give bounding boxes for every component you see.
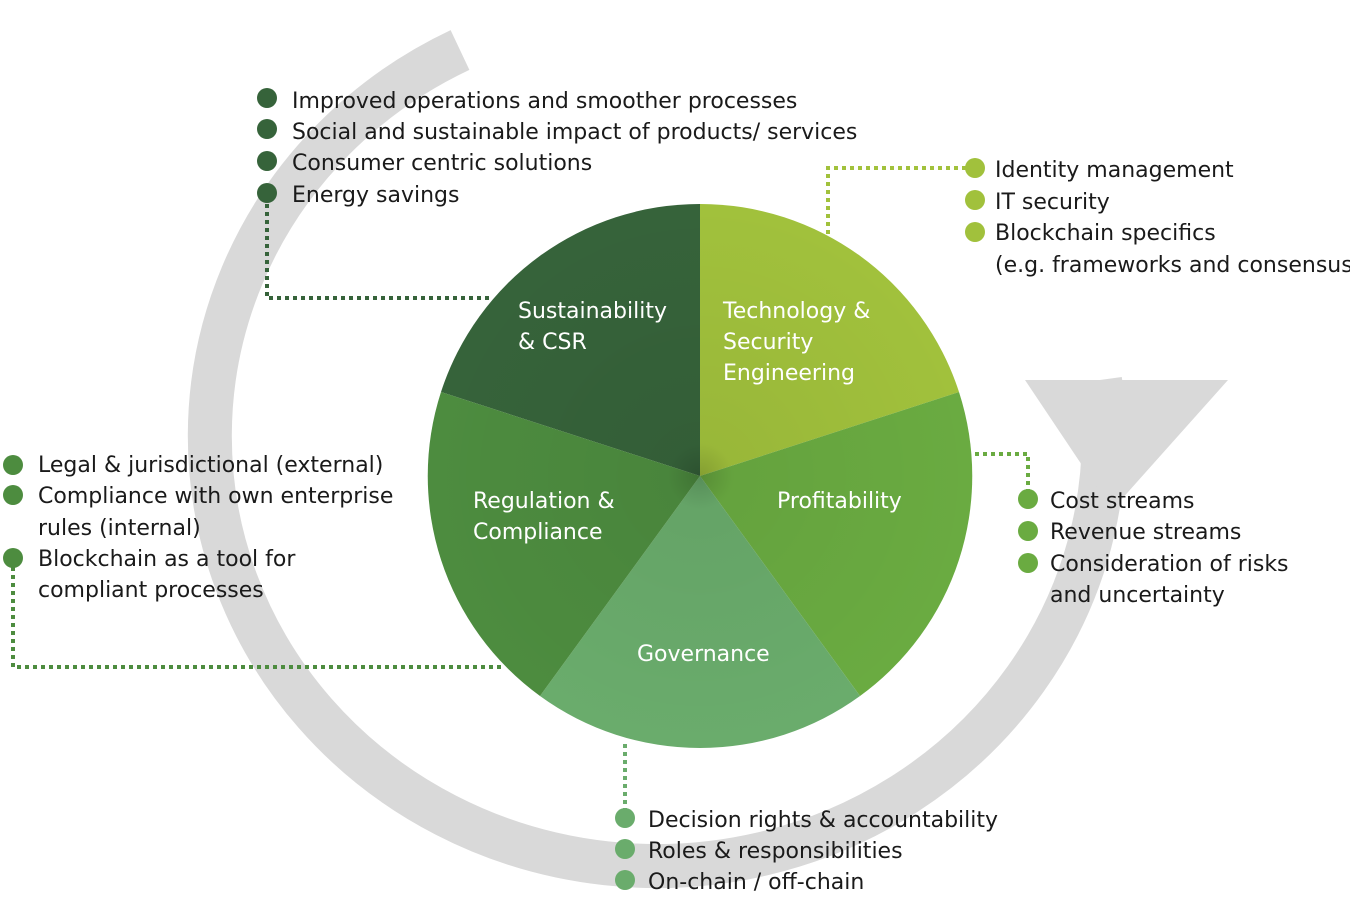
segment-labels: Sustainability & CSR Technology & Securi…: [473, 299, 902, 667]
bullet-item: Social and sustainable impact of product…: [292, 120, 857, 145]
bullet-item: Identity management: [995, 158, 1234, 183]
label-technology-line: Engineering: [723, 361, 855, 386]
connector-regulation: [11, 559, 505, 669]
bullet-item: IT security: [995, 190, 1110, 215]
bullet-item-continuation: and uncertainty: [1050, 583, 1225, 608]
bullet-dot: [1018, 553, 1038, 573]
bullet-dot: [965, 222, 985, 242]
label-sustainability: Sustainability & CSR: [518, 299, 674, 355]
connectors: [11, 166, 1030, 818]
bullet-group-profitability: Cost streams Revenue streams Considerati…: [1018, 489, 1289, 608]
bullet-item: Roles & responsibilities: [648, 839, 903, 864]
bullet-group-governance: Decision rights & accountability Roles &…: [615, 808, 998, 895]
bullet-item: Blockchain as a tool for: [38, 547, 296, 572]
bullet-item: Consideration of risks: [1050, 552, 1289, 577]
bullet-group-regulation: Legal & jurisdictional (external) Compli…: [3, 453, 393, 603]
bullet-group-technology: Identity management IT security Blockcha…: [965, 158, 1350, 278]
bullet-dot: [257, 151, 277, 171]
connector-profitability: [975, 452, 1030, 498]
label-technology-line: Security: [723, 330, 813, 355]
pie-chart: [427, 203, 973, 749]
bullet-dot: [1018, 521, 1038, 541]
cycle-arrow-head: [1025, 380, 1228, 510]
label-technology: Technology & Security Engineering: [722, 299, 877, 386]
bullet-dot: [3, 485, 23, 505]
label-profitability: Profitability: [777, 489, 902, 514]
bullet-dot: [1018, 489, 1038, 509]
pie-center-shade: [428, 204, 972, 748]
label-sustainability-line: Sustainability: [518, 299, 667, 324]
bullet-dot: [257, 119, 277, 139]
bullet-dot: [3, 455, 23, 475]
bullet-item: Compliance with own enterprise: [38, 484, 393, 509]
bullet-dot: [965, 190, 985, 210]
bullet-dot: [615, 839, 635, 859]
bullet-item-continuation: (e.g. frameworks and consensus): [995, 253, 1350, 278]
label-technology-line: Technology &: [722, 299, 870, 324]
connector-sustainability: [265, 196, 492, 300]
label-governance-line: Governance: [637, 642, 770, 667]
connector-technology: [826, 166, 975, 242]
bullet-item: On-chain / off-chain: [648, 870, 864, 895]
label-regulation: Regulation & Compliance: [473, 489, 622, 545]
bullet-item: Legal & jurisdictional (external): [38, 453, 383, 478]
bullet-item: Improved operations and smoother process…: [292, 89, 797, 114]
bullet-item: Cost streams: [1050, 489, 1194, 514]
bullet-item: Revenue streams: [1050, 520, 1241, 545]
label-profitability-line: Profitability: [777, 489, 902, 514]
bullet-group-sustainability: Improved operations and smoother process…: [257, 88, 857, 208]
bullet-item: Energy savings: [292, 183, 459, 208]
bullet-dot: [615, 870, 635, 890]
label-regulation-line: Regulation &: [473, 489, 615, 514]
bullet-item: Blockchain specifics: [995, 221, 1216, 246]
bullet-dot: [965, 158, 985, 178]
label-sustainability-line: & CSR: [518, 330, 587, 355]
label-governance: Governance: [637, 642, 770, 667]
bullet-item-continuation: compliant processes: [38, 578, 264, 603]
bullet-item-continuation: rules (internal): [38, 516, 201, 541]
bullet-item: Consumer centric solutions: [292, 151, 592, 176]
bullet-item: Decision rights & accountability: [648, 808, 998, 833]
bullet-dot: [3, 548, 23, 568]
cycle-arrow-ring: [187, 30, 1126, 889]
cycle-arrow: [187, 30, 1228, 889]
label-regulation-line: Compliance: [473, 520, 603, 545]
bullet-dot: [257, 183, 277, 203]
bullet-dot: [257, 88, 277, 108]
bullet-dot: [615, 808, 635, 828]
